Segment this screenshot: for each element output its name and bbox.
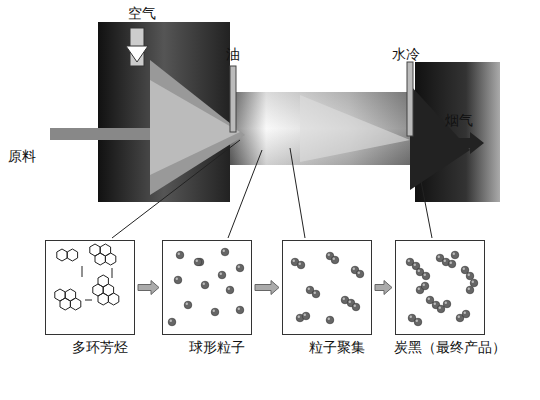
flow-arrow	[375, 281, 392, 295]
reactor-label: 油	[226, 46, 240, 64]
stage-caption: 炭黑（最终产品）	[375, 339, 525, 357]
flow-arrow	[138, 281, 159, 295]
reactor-label: 原料	[8, 148, 36, 166]
reactor-label: 烟气	[445, 112, 473, 130]
stage-panel: 球形粒子	[162, 240, 252, 357]
stage-caption: 多环芳烃	[25, 339, 175, 357]
reactor-label: 空气	[128, 5, 156, 23]
stage-panel: 炭黑（最终产品）	[395, 240, 485, 357]
stage-caption: 球形粒子	[142, 339, 292, 357]
flow-arrow	[255, 281, 279, 295]
stage-frame	[162, 240, 252, 335]
stage-panel: 粒子聚集	[282, 240, 372, 357]
reactor-label: 水冷	[392, 46, 420, 64]
stage-frame	[395, 240, 485, 335]
stage-caption: 粒子聚集	[262, 339, 412, 357]
stage-frame	[45, 240, 135, 335]
stage-panel: 多环芳烃	[45, 240, 135, 357]
stage-frame	[282, 240, 372, 335]
